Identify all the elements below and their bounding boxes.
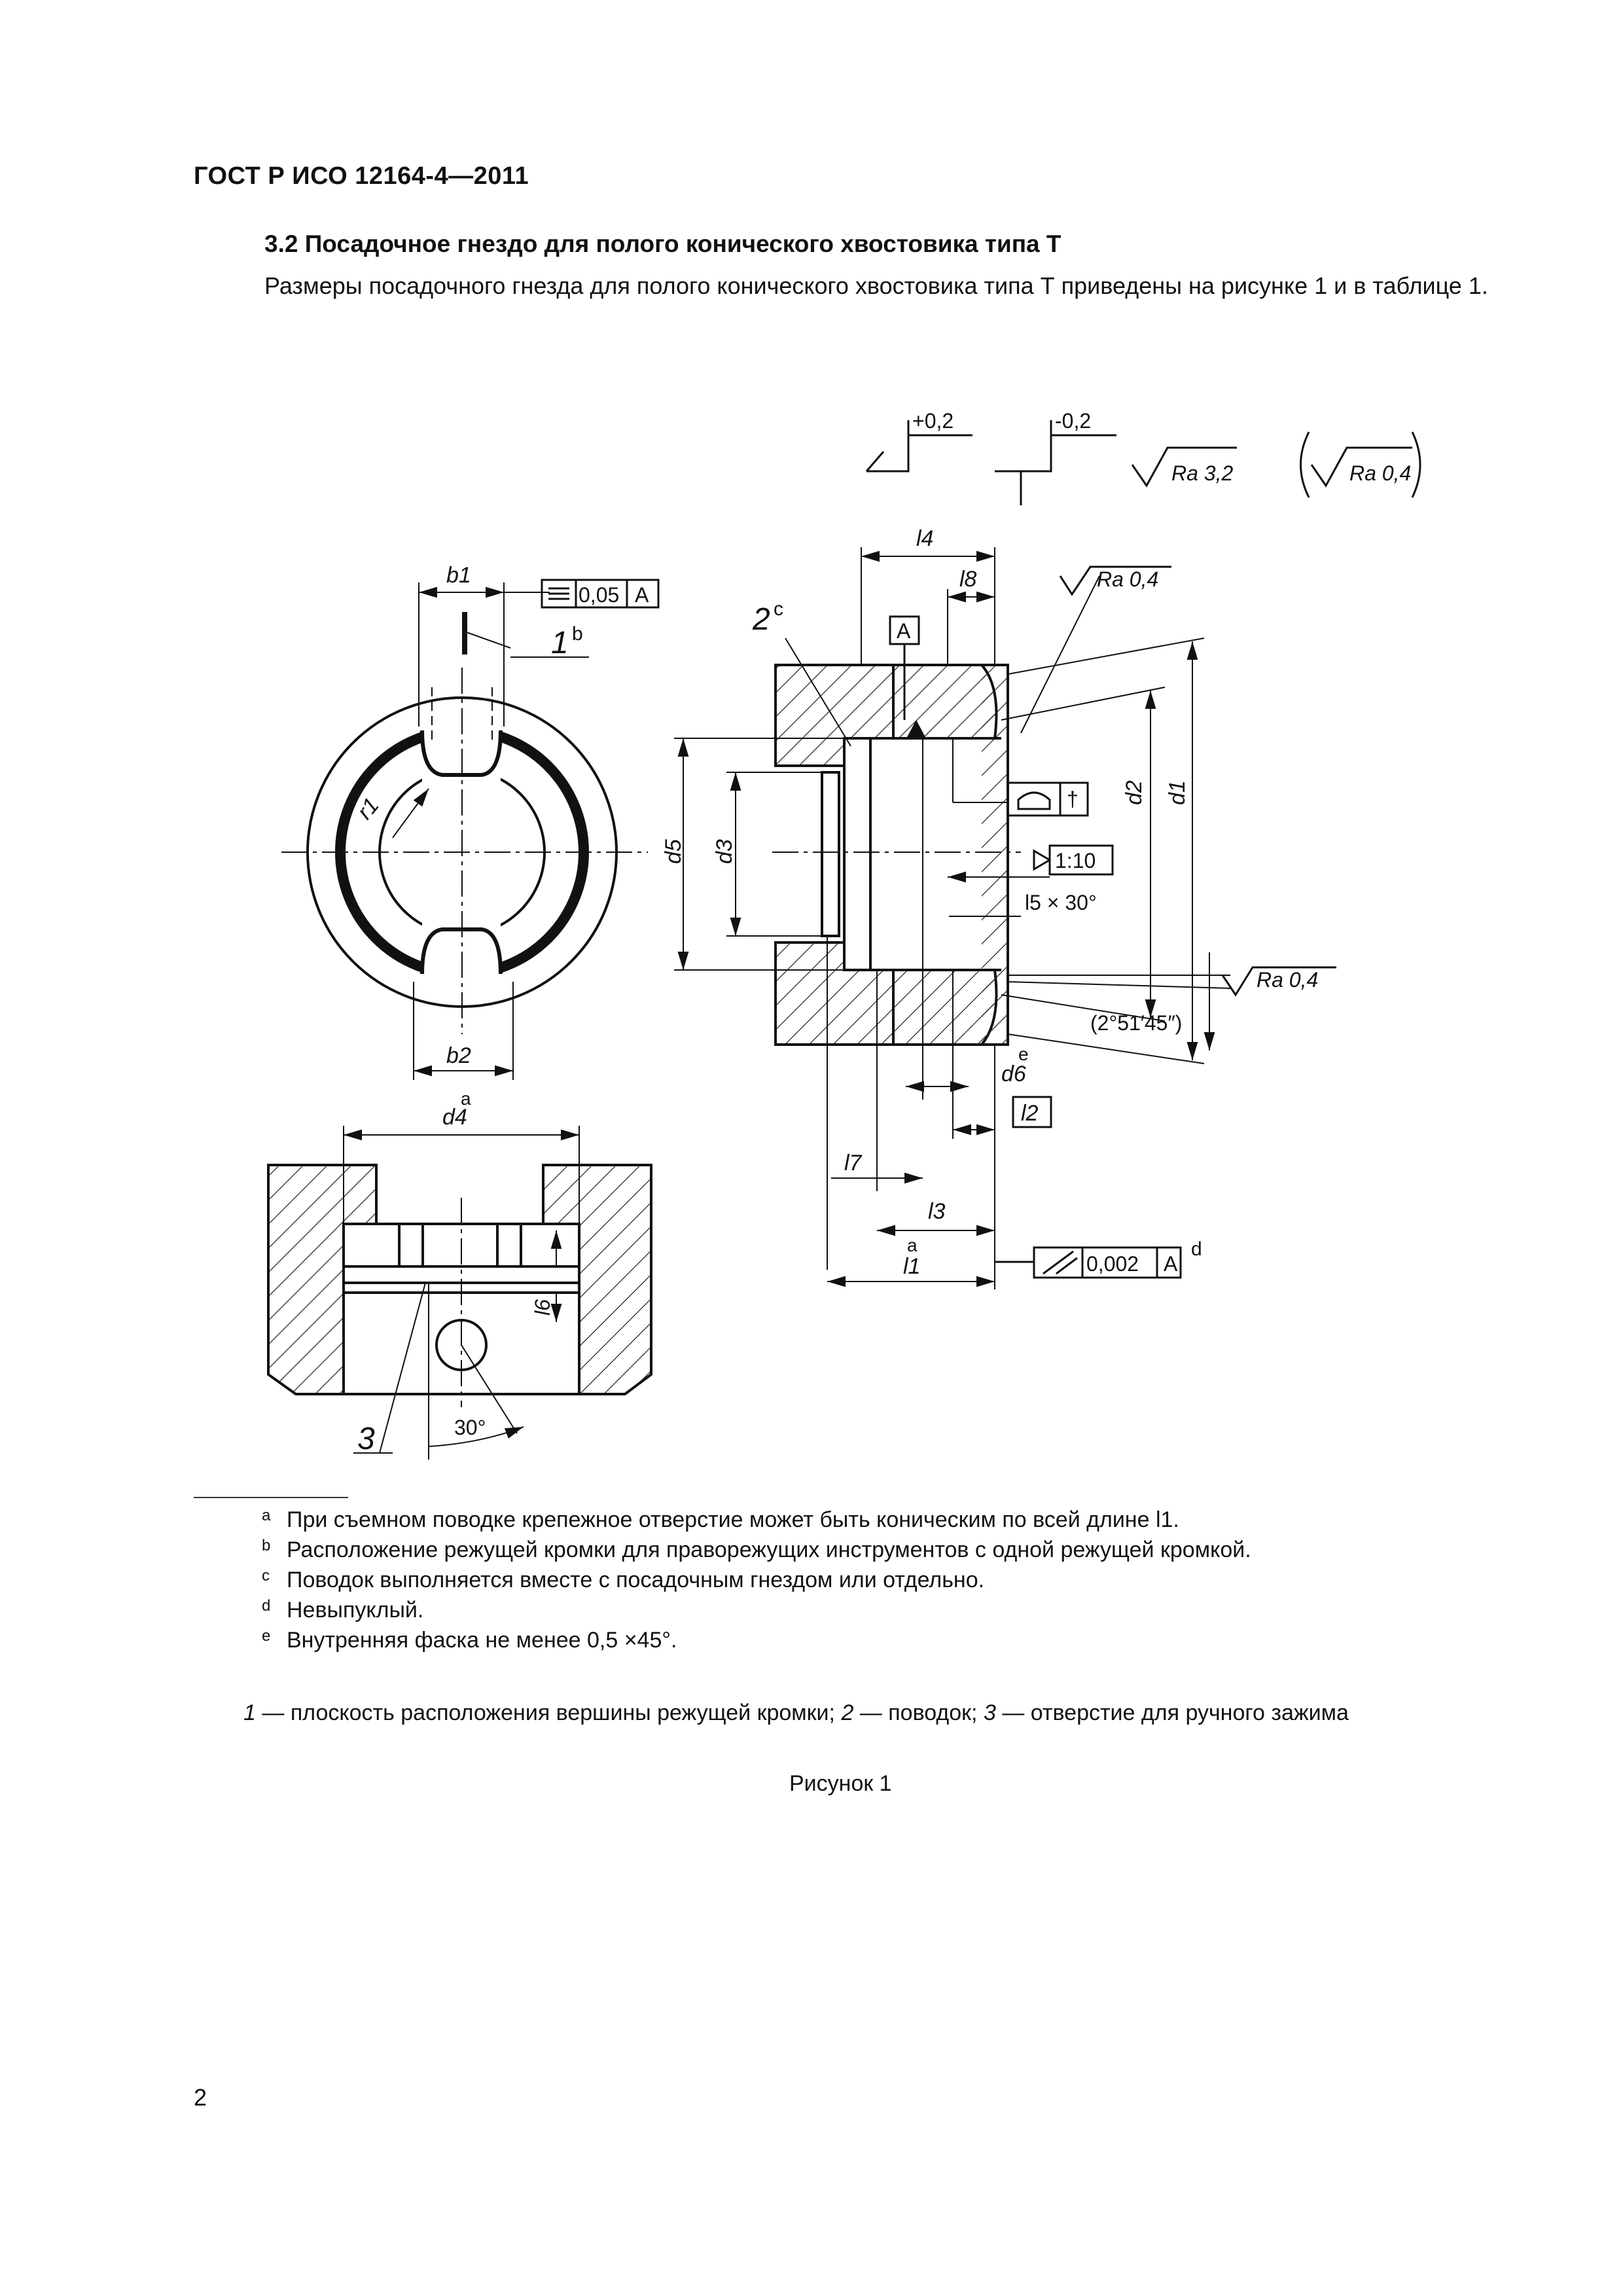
section-view [774,664,1009,1046]
section-title: 3.2 Посадочное гнездо для полого коничес… [264,230,1061,257]
roughness-general: Ra 3,2 [1171,461,1233,485]
legend-num: 2 [841,1700,854,1725]
label-l2: l2 [1021,1101,1039,1126]
legend-text: — поводок; [853,1700,984,1725]
footnote-mark: a [262,1507,271,1524]
label-d1: d1 [1165,780,1190,805]
tolerance-symbols [865,420,1421,505]
footnote-mark: d [262,1597,271,1615]
label-d6-sup: e [1018,1044,1029,1064]
label-b2: b2 [446,1043,471,1068]
label-d6: d6 [1001,1062,1026,1086]
angle-label: (2°51′45″) [1090,1011,1182,1035]
callout-1: 1 [551,626,569,660]
runout-value: 0,002 [1086,1252,1139,1276]
tolerance-minus: -0,2 [1055,409,1091,433]
callout-3: 3 [357,1422,375,1456]
label-l3: l3 [928,1199,946,1224]
runout-frame [995,1246,1182,1279]
label-d2: d2 [1122,780,1147,805]
section-dimensions [674,547,1231,1289]
profile-note: † [1067,787,1079,811]
label-l1: l1 [903,1254,920,1279]
label-l6: l6 [531,1299,554,1316]
callout-1-sup: b [572,623,583,645]
runout-datum: A [1164,1252,1178,1276]
taper-frame [1033,844,1114,876]
section-intro: Размеры посадочного гнезда для полого ко… [264,272,1488,299]
footnote-text: Расположение режущей кромки для правореж… [287,1537,1251,1562]
view-angle: 30° [454,1416,486,1439]
callout-2-leader [785,637,851,747]
label-b1: b1 [446,563,471,588]
tolerance-plus: +0,2 [912,409,954,433]
figure-legend: 1 — плоскость расположения вершины режущ… [243,1700,1349,1726]
label-l1-sup: a [907,1235,918,1255]
bottom-view [267,1164,652,1395]
page-number: 2 [194,2084,207,2111]
footnote-text: При съемном поводке крепежное отверстие … [287,1507,1179,1532]
roughness-bottom: Ra 0,4 [1257,968,1318,992]
datum-frame [889,615,920,720]
label-d4: d4 [442,1105,467,1130]
chamfer-label: l5 × 30° [1025,891,1097,914]
legend-num: 1 [243,1700,256,1725]
runout-note: d [1191,1238,1202,1260]
callout-2: 2 [752,602,770,637]
bottom-view-dims [343,1126,580,1460]
footnote-rule [194,1497,348,1498]
datum-label: A [897,619,911,643]
roughness-top: Ra 0,4 [1097,567,1158,591]
footnote-mark: b [262,1537,271,1554]
footnote-mark: e [262,1627,271,1645]
label-l7: l7 [844,1151,863,1175]
l2-box [1012,1096,1052,1128]
legend-num: 3 [983,1700,996,1725]
document-header: ГОСТ Р ИСО 12164-4—2011 [194,162,529,190]
figure-caption: Рисунок 1 [789,1771,892,1796]
profile-frame [1007,781,1089,817]
footnote-text: Невыпуклый. [287,1598,424,1623]
label-d4-sup: a [461,1088,471,1109]
footnote-text: Внутренняя фаска не менее 0,5 ×45°. [287,1628,677,1653]
legend-text: — отверстие для ручного зажима [995,1700,1349,1725]
taper-ratio: 1:10 [1055,849,1096,872]
label-d3: d3 [712,839,737,864]
symmetry-value: 0,05 [579,583,619,607]
legend-text: — плоскость расположения вершины режущей… [255,1700,842,1725]
roughness-general-alt: Ra 0,4 [1349,461,1411,485]
callout-2-sup: c [774,598,783,620]
footnote-mark: c [262,1567,270,1585]
roughness-bottom [1221,966,1336,997]
roughness-top [1059,565,1171,596]
footnote-text: Поводок выполняется вместе с посадочным … [287,1568,985,1592]
symmetry-datum: A [635,583,649,607]
label-l4: l4 [916,526,933,551]
label-l8: l8 [959,567,977,592]
label-d5: d5 [661,839,686,864]
front-view [281,583,648,1080]
symmetry-frame [541,579,660,609]
